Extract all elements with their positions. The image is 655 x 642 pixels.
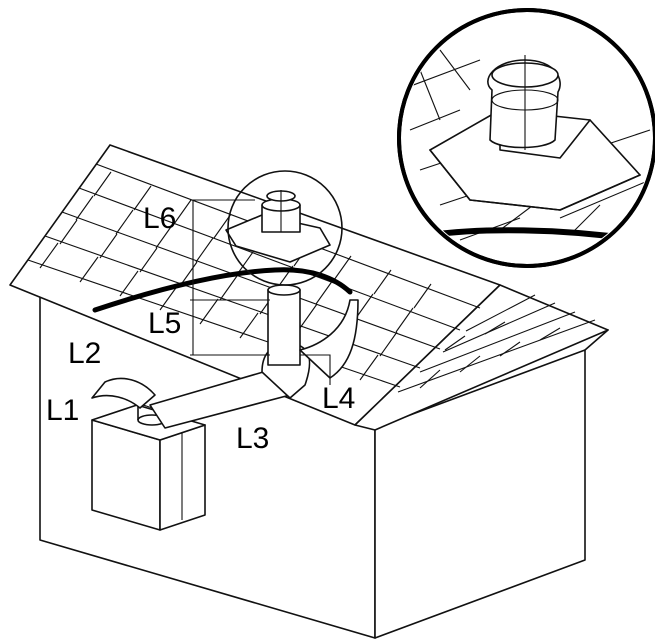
roof-deck-line	[92, 267, 353, 313]
label-l4: L4	[322, 382, 355, 415]
label-l2: L2	[68, 337, 101, 370]
detail-callout	[397, 8, 655, 268]
label-l6: L6	[143, 202, 176, 235]
label-l3: L3	[236, 422, 269, 455]
label-l1: L1	[46, 394, 79, 427]
detail-circle-small	[227, 170, 343, 286]
vent-cap	[225, 190, 331, 263]
roof	[9, 144, 609, 431]
dimension-lines	[190, 199, 331, 385]
vent-pipe	[91, 284, 359, 429]
label-l5: L5	[148, 307, 181, 340]
